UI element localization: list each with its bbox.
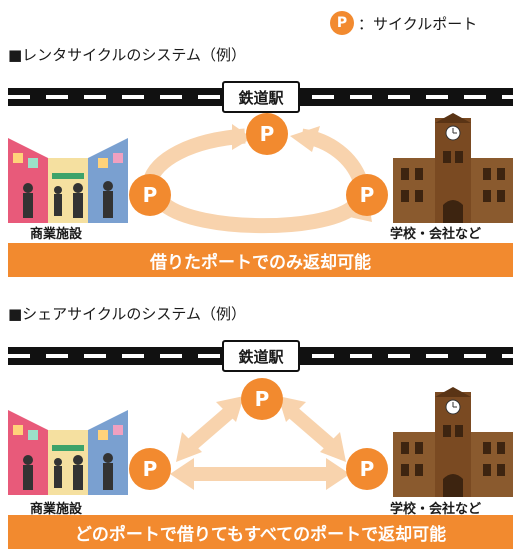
- port-marker-station: P: [241, 378, 283, 420]
- legend: P ：サイクルポート: [330, 10, 477, 36]
- station-box: 鉄道駅: [222, 340, 300, 372]
- shopping-street-icon: [8, 400, 128, 495]
- building-icon: [393, 113, 513, 223]
- left-location-label: 商業施設: [30, 227, 83, 242]
- port-icon: P: [330, 11, 354, 35]
- building-icon: [393, 387, 513, 497]
- port-marker-right: P: [346, 448, 388, 490]
- port-marker-right: P: [346, 174, 388, 216]
- right-location-label: 学校・会社など: [390, 502, 482, 517]
- port-marker-station: P: [246, 113, 288, 155]
- right-location-label: 学校・会社など: [390, 227, 482, 242]
- legend-text: ：サイクルポート: [358, 14, 478, 33]
- port-marker-left: P: [129, 448, 171, 490]
- station-box: 鉄道駅: [222, 81, 300, 113]
- section-2-banner: どのポートで借りてもすべてのポートで返却可能: [8, 515, 513, 549]
- section-1-banner: 借りたポートでのみ返却可能: [8, 243, 513, 277]
- shopping-street-icon: [8, 128, 128, 223]
- port-marker-left: P: [129, 174, 171, 216]
- section-1-heading: ■レンタサイクルのシステム（例）: [8, 46, 246, 64]
- left-location-label: 商業施設: [30, 502, 83, 517]
- section-2-heading: ■シェアサイクルのシステム（例）: [8, 305, 246, 323]
